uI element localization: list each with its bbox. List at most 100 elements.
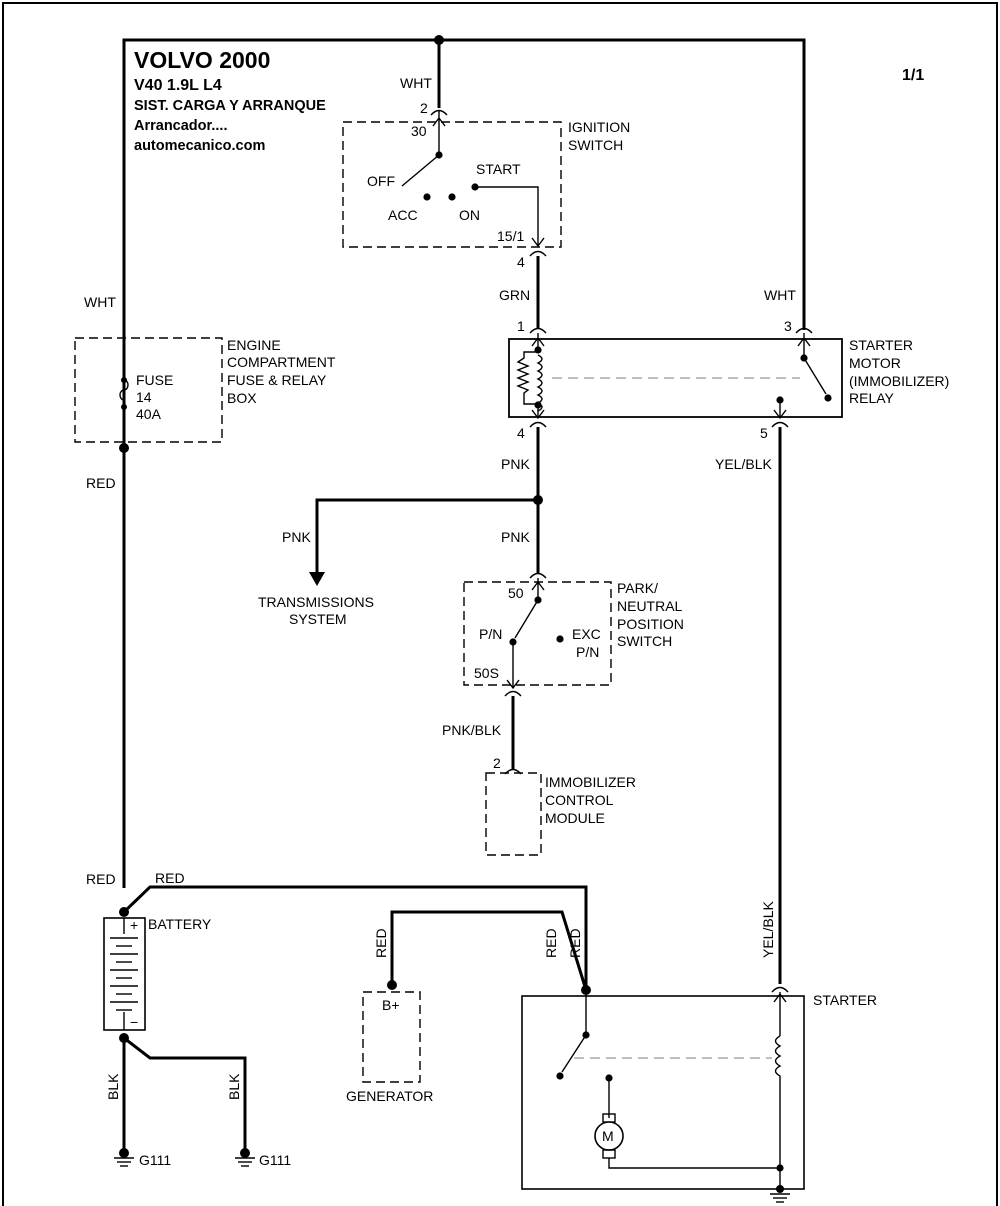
relay-name-1: STARTER <box>849 337 913 353</box>
relay-connector-5 <box>771 400 789 428</box>
ignition-blade <box>401 154 440 187</box>
pn-blade <box>514 599 539 639</box>
starter-switch-blade <box>561 1034 587 1073</box>
relay-switch-blade <box>803 357 827 395</box>
generator-box <box>362 991 421 1083</box>
relay-name-4: RELAY <box>849 390 895 406</box>
transmission-arrow <box>309 572 325 586</box>
pn-name-3: POSITION <box>617 616 684 632</box>
diagram-title: VOLVO 2000 <box>134 47 270 73</box>
fuse-box-name-1: ENGINE <box>227 337 281 353</box>
fuse-box-name-2: COMPARTMENT <box>227 354 336 370</box>
wire-wht-top-bus <box>122 38 806 888</box>
pn-pos-pn: P/N <box>479 626 502 642</box>
ignition-start-path <box>475 186 539 245</box>
relay-box <box>508 338 843 418</box>
diagram-subsystem: Arrancador.... <box>134 118 227 134</box>
wire-red-battery-starter <box>122 885 588 990</box>
immobilizer-name-1: IMMOBILIZER <box>545 774 636 790</box>
starter-switch-contact-a <box>556 1072 564 1080</box>
pn-contact-exc <box>556 635 564 643</box>
wire-label-pnk-relay: PNK <box>501 456 530 472</box>
ignition-terminal-out: 15/1 <box>497 228 524 244</box>
relay-name-3: (IMMOBILIZER) <box>849 373 949 389</box>
ground-symbol-2 <box>235 1148 255 1167</box>
ignition-contact-acc <box>423 193 431 201</box>
wire-label-yel-blk-top: YEL/BLK <box>715 456 772 472</box>
battery-minus: − <box>130 1014 138 1030</box>
immobilizer-pin: 2 <box>493 755 501 771</box>
generator-terminal: B+ <box>382 997 400 1013</box>
ignition-pos-on: ON <box>459 207 480 223</box>
generator-terminal-node <box>387 980 397 990</box>
fuse-label-2: 14 <box>136 389 152 405</box>
transmission-label-2: SYSTEM <box>289 611 347 627</box>
wire-label-blk-1: BLK <box>105 1073 121 1100</box>
ignition-name-2: SWITCH <box>568 137 623 153</box>
relay-connector-4 <box>529 405 547 428</box>
pn-pos-exc-2: P/N <box>576 644 599 660</box>
wire-label-grn: GRN <box>499 287 530 303</box>
relay-pin-4: 4 <box>517 425 525 441</box>
pn-connector-top <box>529 572 547 598</box>
pn-name-2: NEUTRAL <box>617 598 683 614</box>
ignition-connector-bottom <box>529 237 547 257</box>
ignition-pin-bottom: 4 <box>517 254 525 270</box>
pn-name-4: SWITCH <box>617 633 672 649</box>
wire-label-red-battery-left: RED <box>86 871 116 887</box>
battery-cells <box>110 918 138 1030</box>
relay-pin-3: 3 <box>784 318 792 334</box>
wire-label-red-fuse: RED <box>86 475 116 491</box>
ground-label-1: G111 <box>139 1152 171 1168</box>
pn-terminal-in: 50 <box>508 585 524 601</box>
wire-label-red-starter-1: RED <box>543 928 559 958</box>
pn-connector-bottom <box>504 642 522 697</box>
relay-coil-resistor <box>516 351 538 405</box>
pn-terminal-out: 50S <box>474 665 499 681</box>
battery-plus: + <box>130 917 138 933</box>
ignition-contact-on <box>448 193 456 201</box>
ignition-switch-box <box>342 121 562 248</box>
wire-label-red-generator: RED <box>373 928 389 958</box>
fuse-label-3: 40A <box>136 406 162 422</box>
wire-pnk-transmission <box>315 498 538 576</box>
starter-motor-label: M <box>602 1128 614 1144</box>
relay-name-2: MOTOR <box>849 355 901 371</box>
wire-red-generator-starter <box>390 910 588 991</box>
diagram-system: SIST. CARGA Y ARRANQUE <box>134 98 326 114</box>
wire-label-wht-left: WHT <box>84 294 116 310</box>
starter-box <box>521 995 805 1190</box>
wire-label-pnk-blk: PNK/BLK <box>442 722 502 738</box>
immobilizer-box <box>485 772 542 856</box>
wire-label-wht-top: WHT <box>400 75 432 91</box>
fuse-box-name-4: BOX <box>227 390 257 406</box>
fuse-label-1: FUSE <box>136 372 173 388</box>
ground-symbol-1 <box>114 1148 134 1167</box>
wire-label-wht-right: WHT <box>764 287 796 303</box>
transmission-label-1: TRANSMISSIONS <box>258 594 374 610</box>
ignition-pos-acc: ACC <box>388 207 418 223</box>
ignition-name-1: IGNITION <box>568 119 630 135</box>
wire-label-yel-blk-bottom: YEL/BLK <box>760 901 776 958</box>
wire-blk-ground-2 <box>123 1036 247 1150</box>
starter-connector <box>771 986 789 1036</box>
fuse-box-name-3: FUSE & RELAY <box>227 372 327 388</box>
ignition-pos-start: START <box>476 161 521 177</box>
starter-ground-symbol <box>770 1185 790 1203</box>
fuse-splice-bottom <box>119 443 129 453</box>
relay-switch-contact-a <box>824 394 832 402</box>
starter-name: STARTER <box>813 992 877 1008</box>
diagram-website: automecanico.com <box>134 138 265 154</box>
fuse-box <box>74 337 223 443</box>
ignition-connector-top <box>430 109 448 152</box>
fuse-symbol <box>119 338 129 442</box>
relay-pin-5: 5 <box>760 425 768 441</box>
relay-pin-1: 1 <box>517 318 525 334</box>
wire-label-pnk-pn: PNK <box>501 529 530 545</box>
pn-pos-exc-1: EXC <box>572 626 601 642</box>
ignition-terminal-in: 30 <box>411 123 427 139</box>
ground-label-2: G111 <box>259 1152 291 1168</box>
